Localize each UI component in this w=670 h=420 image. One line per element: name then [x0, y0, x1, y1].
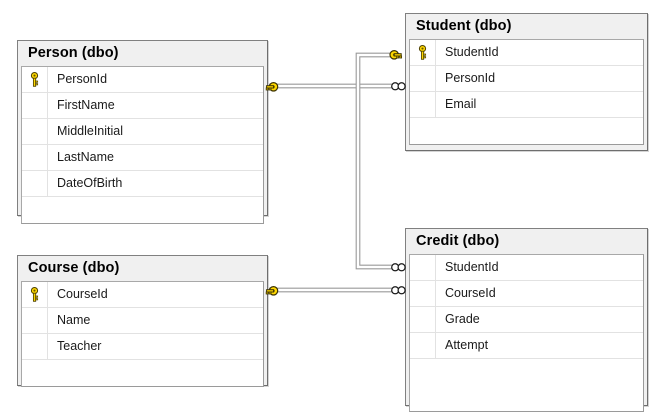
table-row[interactable]: Attempt	[410, 333, 643, 360]
row-key-gutter	[22, 197, 48, 224]
table-grid-course: CourseId Name Teacher	[21, 281, 264, 388]
row-key-gutter	[22, 171, 48, 197]
column-name: Grade	[445, 312, 480, 327]
row-key-gutter	[22, 308, 48, 334]
table-row-blank[interactable]	[410, 118, 643, 145]
row-key-gutter	[410, 307, 436, 333]
row-key-gutter	[22, 119, 48, 145]
column-name: Email	[445, 97, 477, 112]
table-row[interactable]: FirstName	[22, 93, 263, 120]
row-key-gutter	[22, 360, 48, 387]
table-row[interactable]: CourseId	[22, 282, 263, 309]
row-key-gutter	[410, 92, 436, 118]
relationship-endpoint-many-credit-courseid[interactable]	[390, 284, 408, 297]
table-student[interactable]: Student (dbo) StudentId PersonId	[405, 13, 648, 151]
relationship-endpoint-many-credit-studentid[interactable]	[390, 261, 408, 274]
column-name: CourseId	[57, 287, 108, 302]
table-credit[interactable]: Credit (dbo) StudentId CourseId Grade At…	[405, 228, 648, 413]
table-person[interactable]: Person (dbo) PersonId FirstName	[17, 40, 268, 225]
row-key-gutter	[410, 66, 436, 92]
column-name: DateOfBirth	[57, 176, 123, 191]
row-key-gutter	[410, 385, 436, 412]
row-key-gutter	[410, 40, 436, 66]
column-name: StudentId	[445, 45, 499, 60]
primary-key-icon	[30, 287, 39, 302]
table-title-student: Student (dbo)	[406, 14, 647, 40]
relationship-endpoint-one-course-courseid[interactable]	[264, 283, 284, 299]
table-title-person: Person (dbo)	[18, 41, 267, 67]
table-row[interactable]: MiddleInitial	[22, 119, 263, 146]
table-grid-credit: StudentId CourseId Grade Attempt	[409, 254, 644, 413]
table-row[interactable]: Grade	[410, 307, 643, 334]
column-name: StudentId	[445, 260, 499, 275]
row-key-gutter	[410, 118, 436, 145]
table-row[interactable]: DateOfBirth	[22, 171, 263, 198]
row-key-gutter	[410, 255, 436, 281]
row-key-gutter	[22, 334, 48, 360]
table-row-blank[interactable]	[410, 385, 643, 412]
relationship-endpoint-one-person-personid[interactable]	[264, 79, 284, 95]
relationship-endpoint-one-student-studentid[interactable]	[386, 47, 406, 63]
table-row[interactable]: Name	[22, 308, 263, 335]
primary-key-icon	[418, 45, 427, 60]
column-name: CourseId	[445, 286, 496, 301]
relationship-student-credit[interactable]	[352, 49, 414, 275]
column-name: Name	[57, 313, 91, 328]
row-key-gutter	[410, 359, 436, 386]
primary-key-icon	[30, 72, 39, 87]
table-row-blank[interactable]	[22, 197, 263, 224]
table-row-blank[interactable]	[410, 359, 643, 386]
row-key-gutter	[22, 67, 48, 93]
column-name: FirstName	[57, 98, 115, 113]
column-name: Teacher	[57, 339, 102, 354]
relationship-course-credit[interactable]	[268, 284, 408, 298]
row-key-gutter	[410, 281, 436, 307]
table-course[interactable]: Course (dbo) CourseId Name	[17, 255, 268, 388]
table-grid-person: PersonId FirstName MiddleInitial LastNam…	[21, 66, 264, 225]
column-name: LastName	[57, 150, 114, 165]
column-name: PersonId	[57, 72, 108, 87]
column-name: Attempt	[445, 338, 489, 353]
table-row[interactable]: PersonId	[22, 67, 263, 94]
table-row[interactable]: PersonId	[410, 66, 643, 93]
table-row[interactable]: StudentId	[410, 40, 643, 67]
table-row[interactable]: Teacher	[22, 334, 263, 361]
row-key-gutter	[410, 333, 436, 359]
table-title-course: Course (dbo)	[18, 256, 267, 282]
row-key-gutter	[22, 282, 48, 308]
row-key-gutter	[22, 93, 48, 119]
column-name: MiddleInitial	[57, 124, 124, 139]
table-row[interactable]: CourseId	[410, 281, 643, 308]
table-row[interactable]: LastName	[22, 145, 263, 172]
relationship-endpoint-many-student-personid[interactable]	[390, 80, 408, 93]
table-row[interactable]: StudentId	[410, 255, 643, 282]
row-key-gutter	[22, 145, 48, 171]
table-row[interactable]: Email	[410, 92, 643, 119]
table-row-blank[interactable]	[22, 360, 263, 387]
relationship-person-student[interactable]	[268, 80, 408, 94]
table-grid-student: StudentId PersonId Email	[409, 39, 644, 146]
table-title-credit: Credit (dbo)	[406, 229, 647, 255]
column-name: PersonId	[445, 71, 496, 86]
